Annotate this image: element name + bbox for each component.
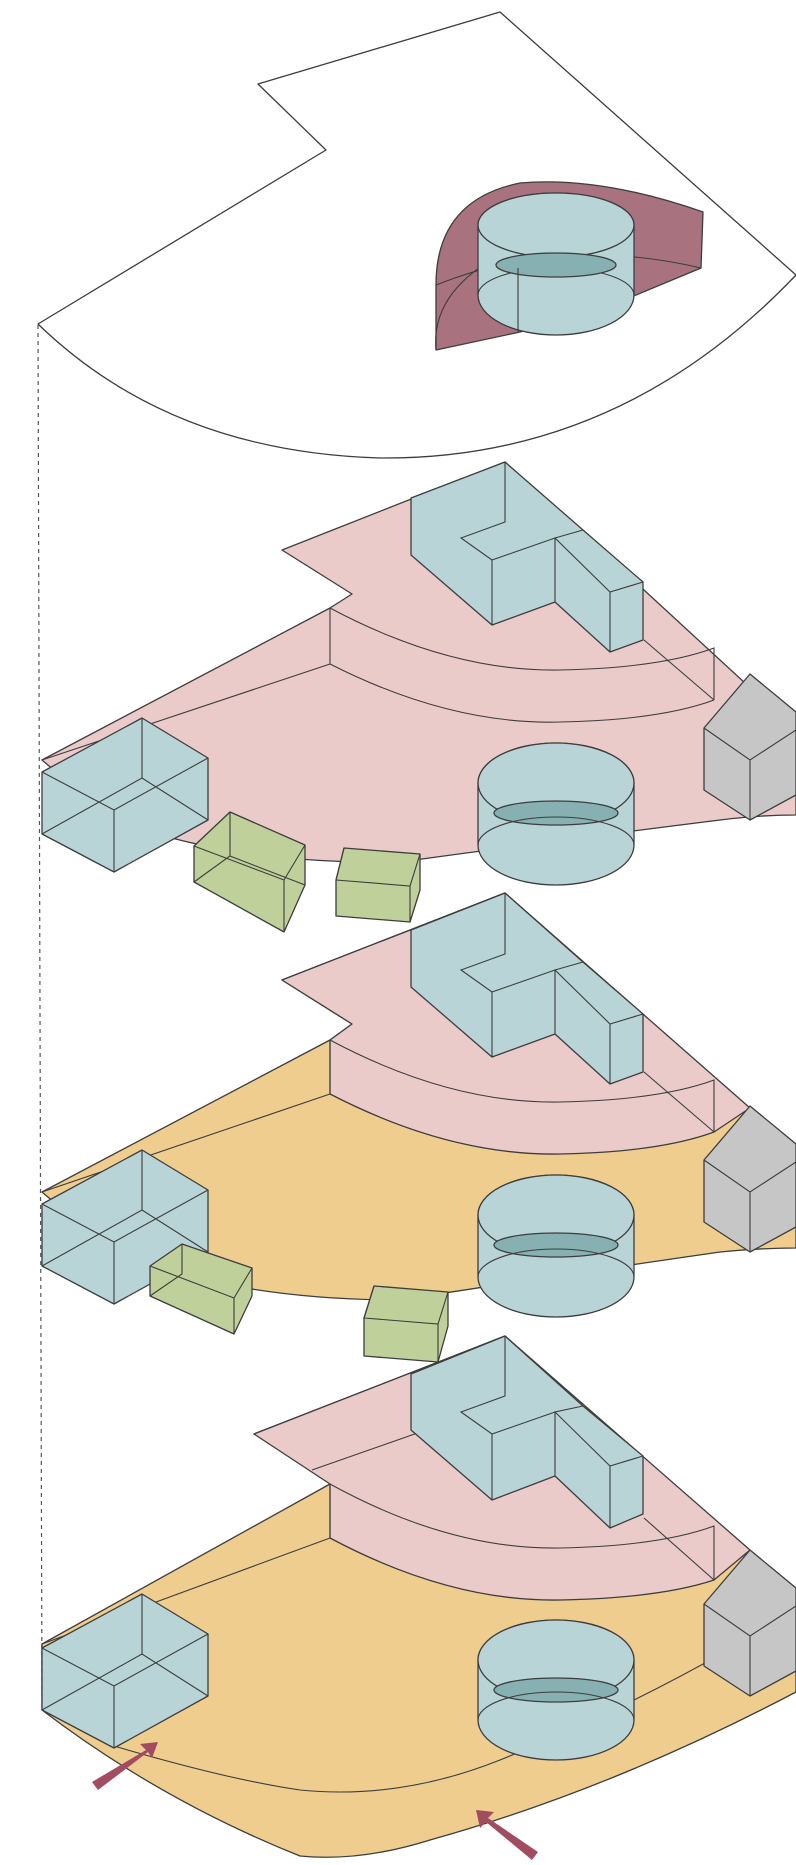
roof-layer [37, 11, 796, 459]
middle-floor-layer [41, 892, 796, 1363]
alignment-guide [37, 324, 43, 1701]
entrance-arrow-icon [92, 1742, 158, 1790]
upper-green-box [335, 847, 421, 923]
entrance-arrow-icon [476, 1810, 538, 1860]
upper-grey-box [703, 673, 796, 821]
upper-floor-layer [41, 461, 796, 933]
ground-grey-box [703, 1549, 796, 1697]
ground-floor-layer [41, 1335, 796, 1860]
roof-outline [37, 11, 796, 459]
middle-grey-box [703, 1105, 796, 1253]
